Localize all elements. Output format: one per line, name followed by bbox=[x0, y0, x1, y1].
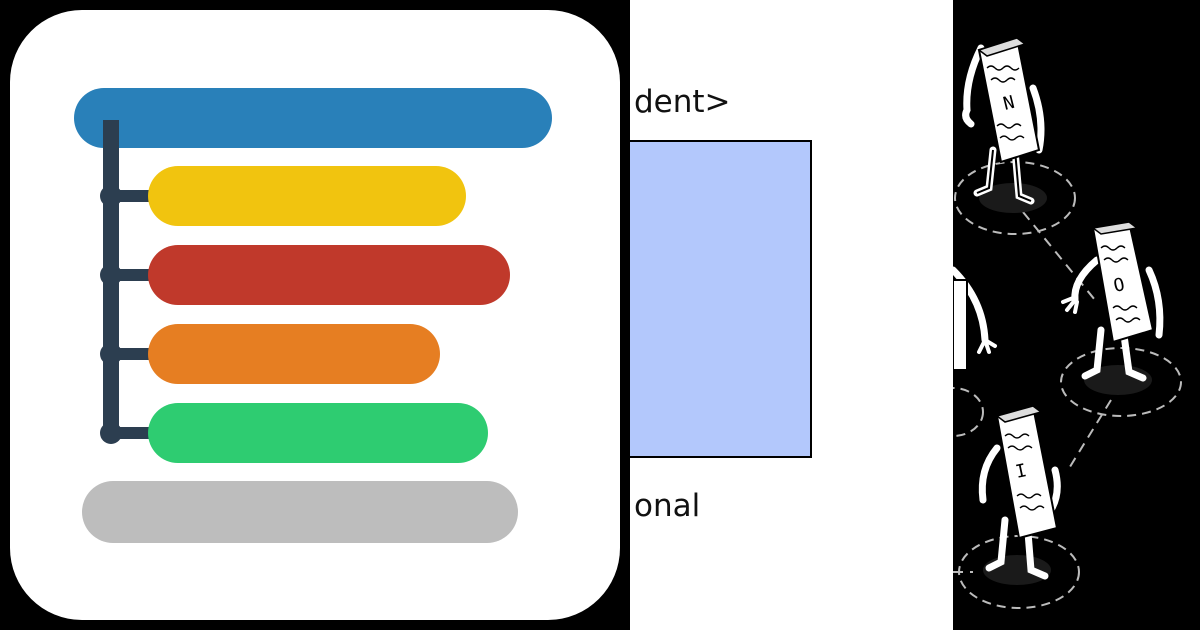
character-o-letter: O bbox=[1112, 274, 1127, 297]
app-icon-panel bbox=[10, 10, 620, 620]
dashed-connector bbox=[1022, 211, 1096, 301]
character-o: O bbox=[1060, 220, 1182, 417]
top-bar bbox=[74, 88, 552, 148]
diagram-fragment-panel: dent> onal bbox=[630, 0, 953, 630]
red-bar bbox=[148, 245, 510, 305]
character-i: I bbox=[958, 404, 1080, 609]
diagram-bottom-text: onal bbox=[634, 488, 701, 524]
diagram-box bbox=[630, 140, 812, 458]
yellow-bar bbox=[148, 166, 466, 226]
tree-branch bbox=[110, 348, 160, 360]
character-n: N bbox=[954, 36, 1076, 235]
diagram-top-text: dent> bbox=[634, 84, 731, 120]
network-illustration-panel: N O bbox=[953, 0, 1200, 630]
tree-branch bbox=[110, 427, 160, 439]
dashed-connector bbox=[1067, 399, 1112, 471]
orange-bar bbox=[148, 324, 440, 384]
character-i-letter: I bbox=[1014, 460, 1029, 483]
character-n-letter: N bbox=[1001, 92, 1017, 115]
tree-branch bbox=[110, 190, 160, 202]
green-bar bbox=[148, 403, 488, 463]
character-partial bbox=[953, 266, 997, 437]
gray-bar bbox=[82, 481, 518, 543]
network-illustration: N O bbox=[953, 36, 1182, 609]
tree-branch bbox=[110, 269, 160, 281]
